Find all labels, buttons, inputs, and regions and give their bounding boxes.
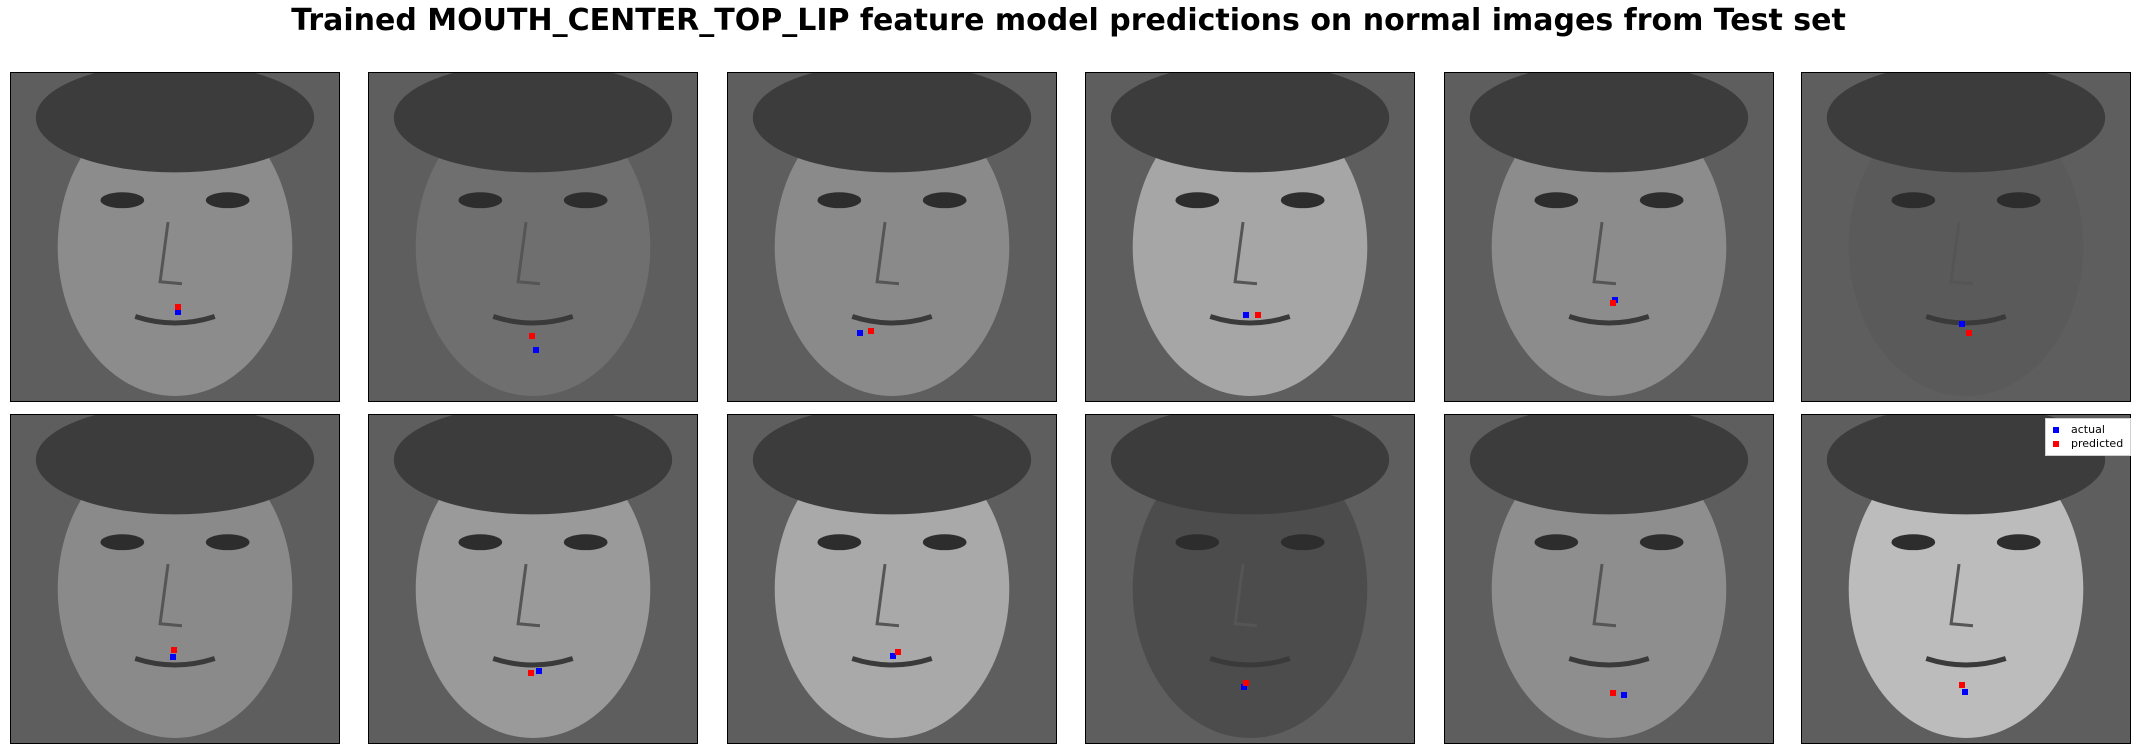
face-panel	[1444, 72, 1774, 402]
face-panel	[727, 414, 1057, 744]
face-panel	[1085, 72, 1415, 402]
face-panel	[368, 72, 698, 402]
face-panel	[1444, 414, 1774, 744]
face-image	[1086, 73, 1414, 401]
actual-point-marker	[890, 652, 896, 659]
predicted-point-marker	[527, 669, 534, 676]
actual-point-marker	[1620, 692, 1627, 699]
face-image	[728, 73, 1056, 401]
face-image	[1802, 415, 2130, 743]
predicted-point-marker	[1958, 681, 1965, 688]
predicted-point-marker	[1610, 300, 1617, 307]
legend-swatch	[2053, 427, 2059, 433]
actual-point-marker	[532, 346, 539, 353]
predicted-point-marker	[867, 327, 874, 334]
legend-swatch	[2053, 441, 2059, 447]
face-image	[1802, 73, 2130, 401]
actual-point-marker	[1242, 312, 1249, 319]
legend-label: actual	[2071, 423, 2105, 436]
actual-point-marker	[1612, 296, 1619, 303]
face-panel	[10, 72, 340, 402]
predicted-point-marker	[529, 332, 536, 339]
face-image	[369, 73, 697, 401]
legend-entry: actual	[2053, 423, 2123, 437]
face-image	[11, 415, 339, 743]
face-panel	[1085, 414, 1415, 744]
face-image	[11, 73, 339, 401]
face-panel	[727, 72, 1057, 402]
predicted-point-marker	[895, 649, 902, 656]
legend-entry: predicted	[2053, 437, 2123, 451]
face-panel	[1801, 414, 2131, 744]
face-panel	[10, 414, 340, 744]
predicted-point-marker	[1254, 312, 1261, 319]
actual-point-marker	[1962, 688, 1969, 695]
face-image	[1445, 73, 1773, 401]
predicted-point-marker	[171, 647, 178, 654]
actual-point-marker	[857, 329, 864, 336]
predicted-point-marker	[1242, 680, 1249, 687]
face-image	[1445, 415, 1773, 743]
figure-title: Trained MOUTH_CENTER_TOP_LIP feature mod…	[291, 3, 1846, 38]
actual-point-marker	[174, 308, 181, 315]
face-image	[1086, 415, 1414, 743]
face-panel	[1801, 72, 2131, 402]
face-panel	[368, 414, 698, 744]
actual-point-marker	[1958, 320, 1965, 327]
actual-point-marker	[169, 654, 176, 661]
predicted-point-marker	[1610, 690, 1617, 697]
face-image	[728, 415, 1056, 743]
face-image	[369, 415, 697, 743]
predicted-point-marker	[1965, 329, 1972, 336]
actual-point-marker	[1241, 683, 1248, 690]
predicted-point-marker	[174, 303, 181, 310]
actual-point-marker	[536, 668, 543, 675]
legend-label: predicted	[2071, 437, 2124, 450]
